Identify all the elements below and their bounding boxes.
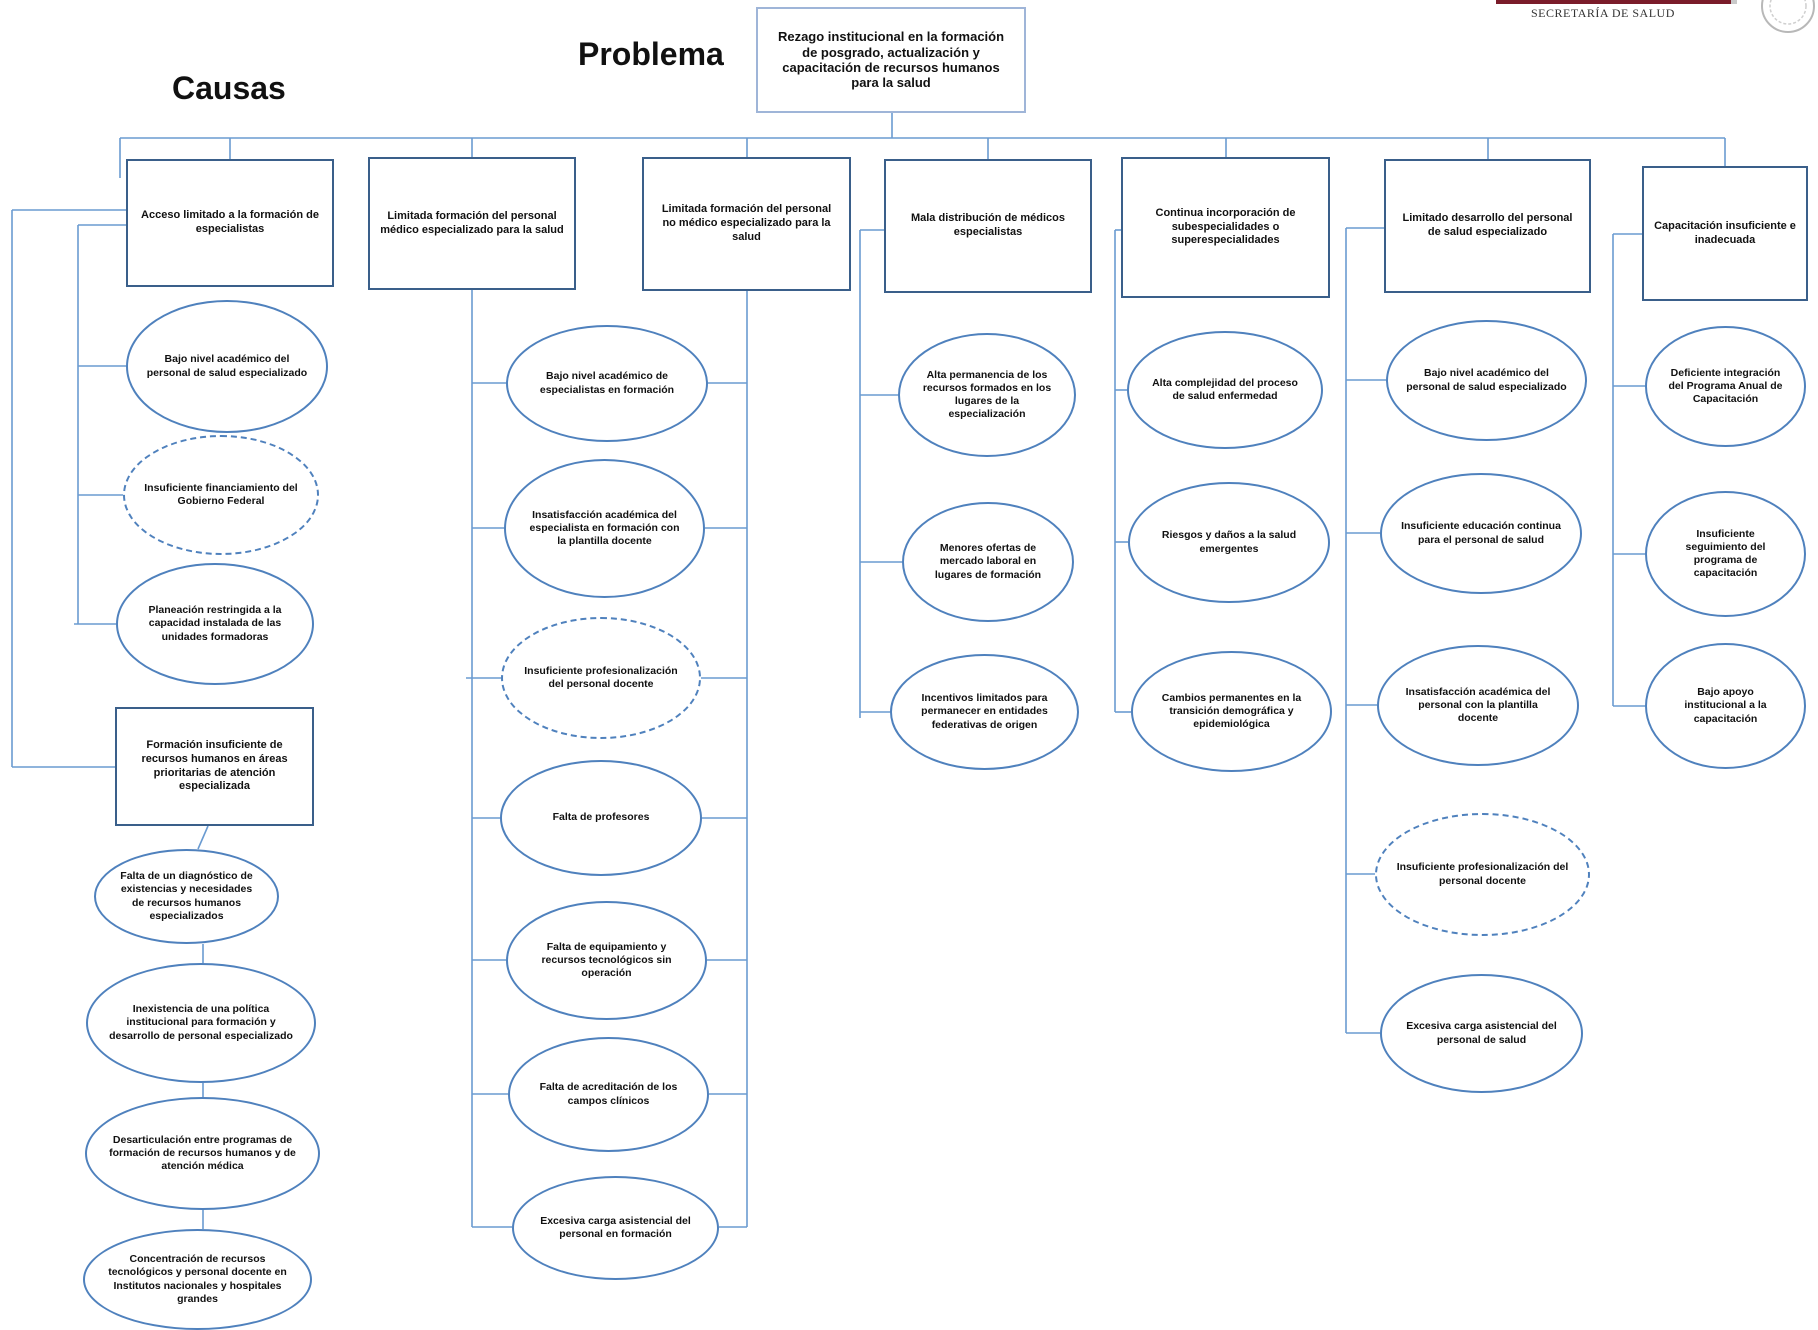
- cause-ellipse: Cambios permanentes en la transición dem…: [1131, 651, 1332, 772]
- cause-ellipse: Insatisfacción académica del personal co…: [1377, 645, 1579, 766]
- cause-box-mala-distribucion: Mala distribución de médicos especialist…: [884, 159, 1092, 293]
- cause-ellipse: Deficiente integración del Programa Anua…: [1645, 326, 1806, 447]
- cause-ellipse: Bajo apoyo institucional a la capacitaci…: [1645, 643, 1806, 769]
- cause-ellipse: Excesiva carga asistencial del personal …: [512, 1176, 719, 1280]
- logo-graphic: [1496, 0, 1815, 33]
- cause-ellipse: Riesgos y daños a la salud emergentes: [1128, 482, 1330, 603]
- cause-ellipse: Alta permanencia de los recursos formado…: [898, 333, 1076, 457]
- cause-ellipse: Desarticulación entre programas de forma…: [85, 1097, 320, 1210]
- cause-box-capacitacion: Capacitación insuficiente e inadecuada: [1642, 166, 1808, 301]
- cause-ellipse: Insuficiente educación continua para el …: [1380, 473, 1582, 594]
- cause-ellipse: Bajo nivel académico del personal de sal…: [1386, 320, 1587, 441]
- cause-ellipse: Inexistencia de una política institucion…: [86, 963, 316, 1083]
- cause-ellipse: Excesiva carga asistencial del personal …: [1380, 974, 1583, 1093]
- cause-ellipse: Concentración de recursos tecnológicos y…: [83, 1229, 312, 1330]
- cause-box-subespecialidades: Continua incorporación de subespecialida…: [1121, 157, 1330, 298]
- cause-box-desarrollo-personal: Limitado desarrollo del personal de salu…: [1384, 159, 1591, 293]
- logo-institution-text: SECRETARÍA DE SALUD: [1531, 6, 1675, 20]
- cause-ellipse: Insuficiente financiamiento del Gobierno…: [123, 435, 319, 555]
- cause-ellipse: Bajo nivel académico del personal de sal…: [126, 300, 328, 433]
- cause-ellipse: Insuficiente seguimiento del programa de…: [1645, 491, 1806, 617]
- cause-ellipse: Insuficiente profesionalización del pers…: [501, 617, 701, 739]
- problem-box: Rezago institucional en la formación de …: [756, 7, 1026, 113]
- cause-ellipse: Alta complejidad del proceso de salud en…: [1127, 331, 1323, 449]
- cause-ellipse: Falta de equipamiento y recursos tecnoló…: [506, 901, 707, 1020]
- cause-ellipse: Falta de un diagnóstico de existencias y…: [94, 849, 279, 944]
- causes-heading: Causas: [172, 70, 286, 106]
- cause-ellipse: Menores ofertas de mercado laboral en lu…: [902, 502, 1074, 622]
- connector-line: [197, 825, 209, 850]
- cause-box-acceso-limitado: Acceso limitado a la formación de especi…: [126, 159, 334, 287]
- problem-heading: Problema: [578, 36, 724, 72]
- cause-ellipse: Planeación restringida a la capacidad in…: [116, 563, 314, 685]
- cause-ellipse: Incentivos limitados para permanecer en …: [890, 654, 1079, 770]
- cause-ellipse: Bajo nivel académico de especialistas en…: [506, 325, 708, 442]
- cause-box-personal-medico: Limitada formación del personal médico e…: [368, 157, 576, 290]
- cause-ellipse: Falta de profesores: [500, 760, 702, 876]
- cause-ellipse: Falta de acreditación de los campos clín…: [508, 1037, 709, 1152]
- cause-box-personal-no-medico: Limitada formación del personal no médic…: [642, 157, 851, 291]
- cause-ellipse: Insatisfacción académica del especialist…: [504, 459, 705, 598]
- cause-box-formacion-insuficiente: Formación insuficiente de recursos human…: [115, 707, 314, 826]
- cause-ellipse: Insuficiente profesionalización del pers…: [1375, 813, 1590, 936]
